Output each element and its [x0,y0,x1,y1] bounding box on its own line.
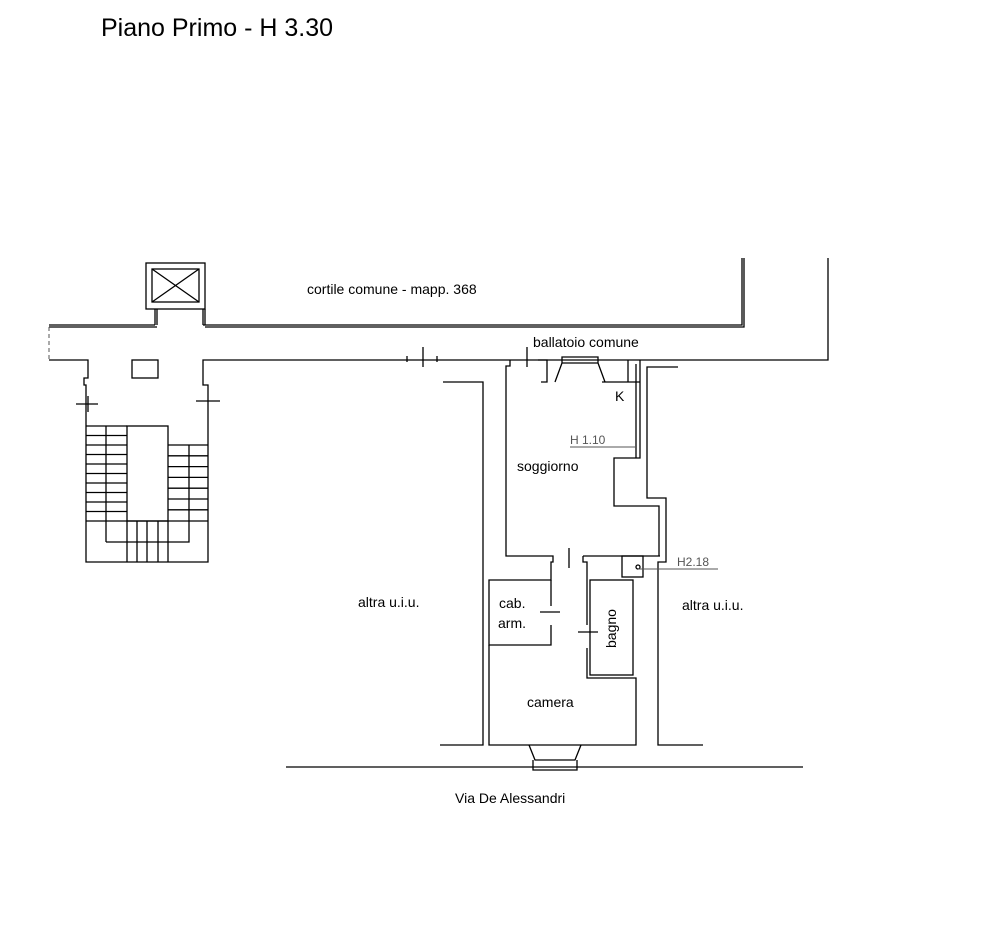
apartment-walls [488,356,718,771]
height-label-1: H 1.10 [570,433,606,447]
staircase [86,425,208,562]
common-corridor [48,258,829,563]
plan-title: Piano Primo - H 3.30 [101,14,334,42]
balcony-label: ballatoio comune [533,334,639,350]
closet-label-line2: arm. [498,615,526,631]
left-neighbour-wall [440,381,484,746]
street-label: Via De Alessandri [455,790,565,806]
bedroom-label: camera [527,694,574,710]
other-unit-right-label: altra u.i.u. [682,597,743,613]
living-room-label: soggiorno [517,458,579,474]
bathroom-label: bagno [603,609,619,648]
other-unit-left-label: altra u.i.u. [358,594,419,610]
courtyard-label: cortile comune - mapp. 368 [307,281,477,297]
kitchen-label: K [615,388,625,404]
closet-label-line1: cab. [499,595,525,611]
elevator-shaft [145,262,206,325]
height-label-2: H2.18 [677,555,709,569]
